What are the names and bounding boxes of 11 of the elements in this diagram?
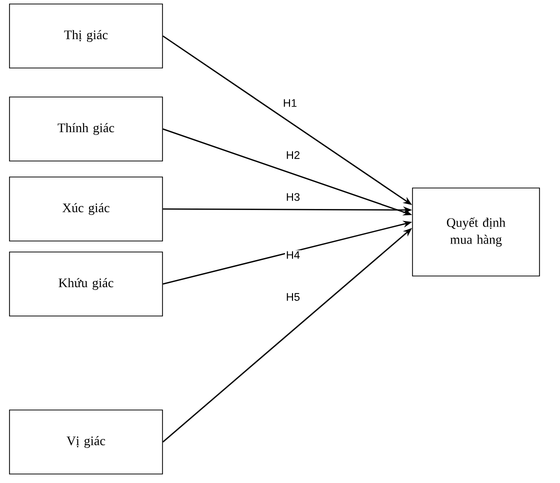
box: Vị giác: [9, 410, 163, 474]
edge-label: H4: [284, 250, 302, 260]
box: Thính giác: [9, 96, 163, 162]
edge-label: H2: [284, 150, 302, 160]
box: Khứu giác: [9, 252, 163, 316]
edge-label: H5: [284, 292, 302, 302]
box: Xúc giác: [9, 176, 163, 242]
edge-label: H1: [282, 98, 298, 108]
box: Thị giác: [9, 4, 163, 68]
box: Quyết định mua hàng: [412, 188, 540, 276]
edge-label: H3: [284, 192, 302, 202]
